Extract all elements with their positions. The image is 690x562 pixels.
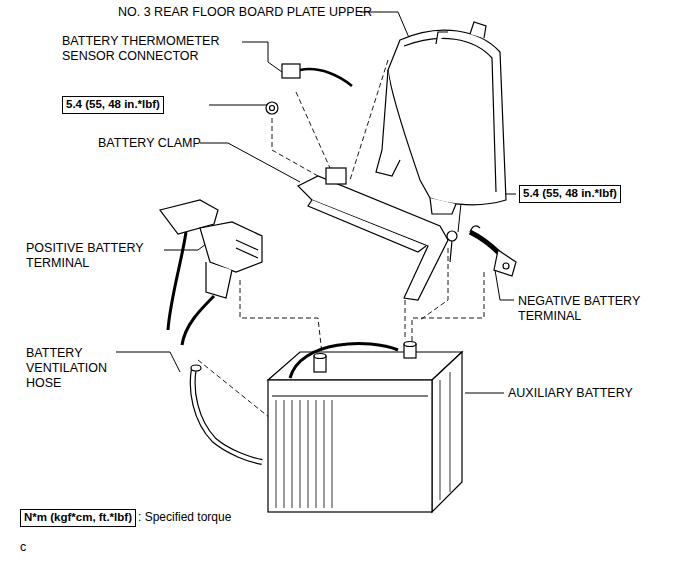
negative-terminal [470,226,516,276]
torque-spec-box: 5.4 (55, 48 in.*lbf) [62,96,164,114]
battery-clamp [298,168,457,300]
part-name: BATTERY CLAMP [98,136,201,151]
part-name: NEGATIVE BATTERY TERMINAL [518,294,668,324]
part-name: AUXILIARY BATTERY [508,386,633,401]
part-name: POSITIVE BATTERY TERMINAL [26,241,166,271]
positive-terminal [160,200,262,345]
floor-board-plate [376,22,506,214]
auxiliary-battery [268,342,462,513]
torque-legend: N*m (kgf*cm, ft.*lbf): Specified torque [20,509,233,527]
sensor-connector [266,64,352,114]
leader-lines [116,12,516,393]
part-name: NO. 3 REAR FLOOR BOARD PLATE UPPER [118,5,372,20]
torque-value: N*m (kgf*cm, ft.*lbf) [20,509,136,527]
legend-text: : Specified torque [136,509,233,525]
torque-spec-box: 5.4 (55, 48 in.*lbf) [519,185,621,203]
torque-value: 5.4 (55, 48 in.*lbf) [519,185,621,203]
part-name: BATTERY VENTILATION HOSE [26,346,116,391]
part-name: BATTERY THERMOMETER SENSOR CONNECTOR [62,34,242,64]
figure-code: c [20,540,26,555]
torque-value: 5.4 (55, 48 in.*lbf) [62,96,164,114]
ventilation-hose [191,365,262,462]
